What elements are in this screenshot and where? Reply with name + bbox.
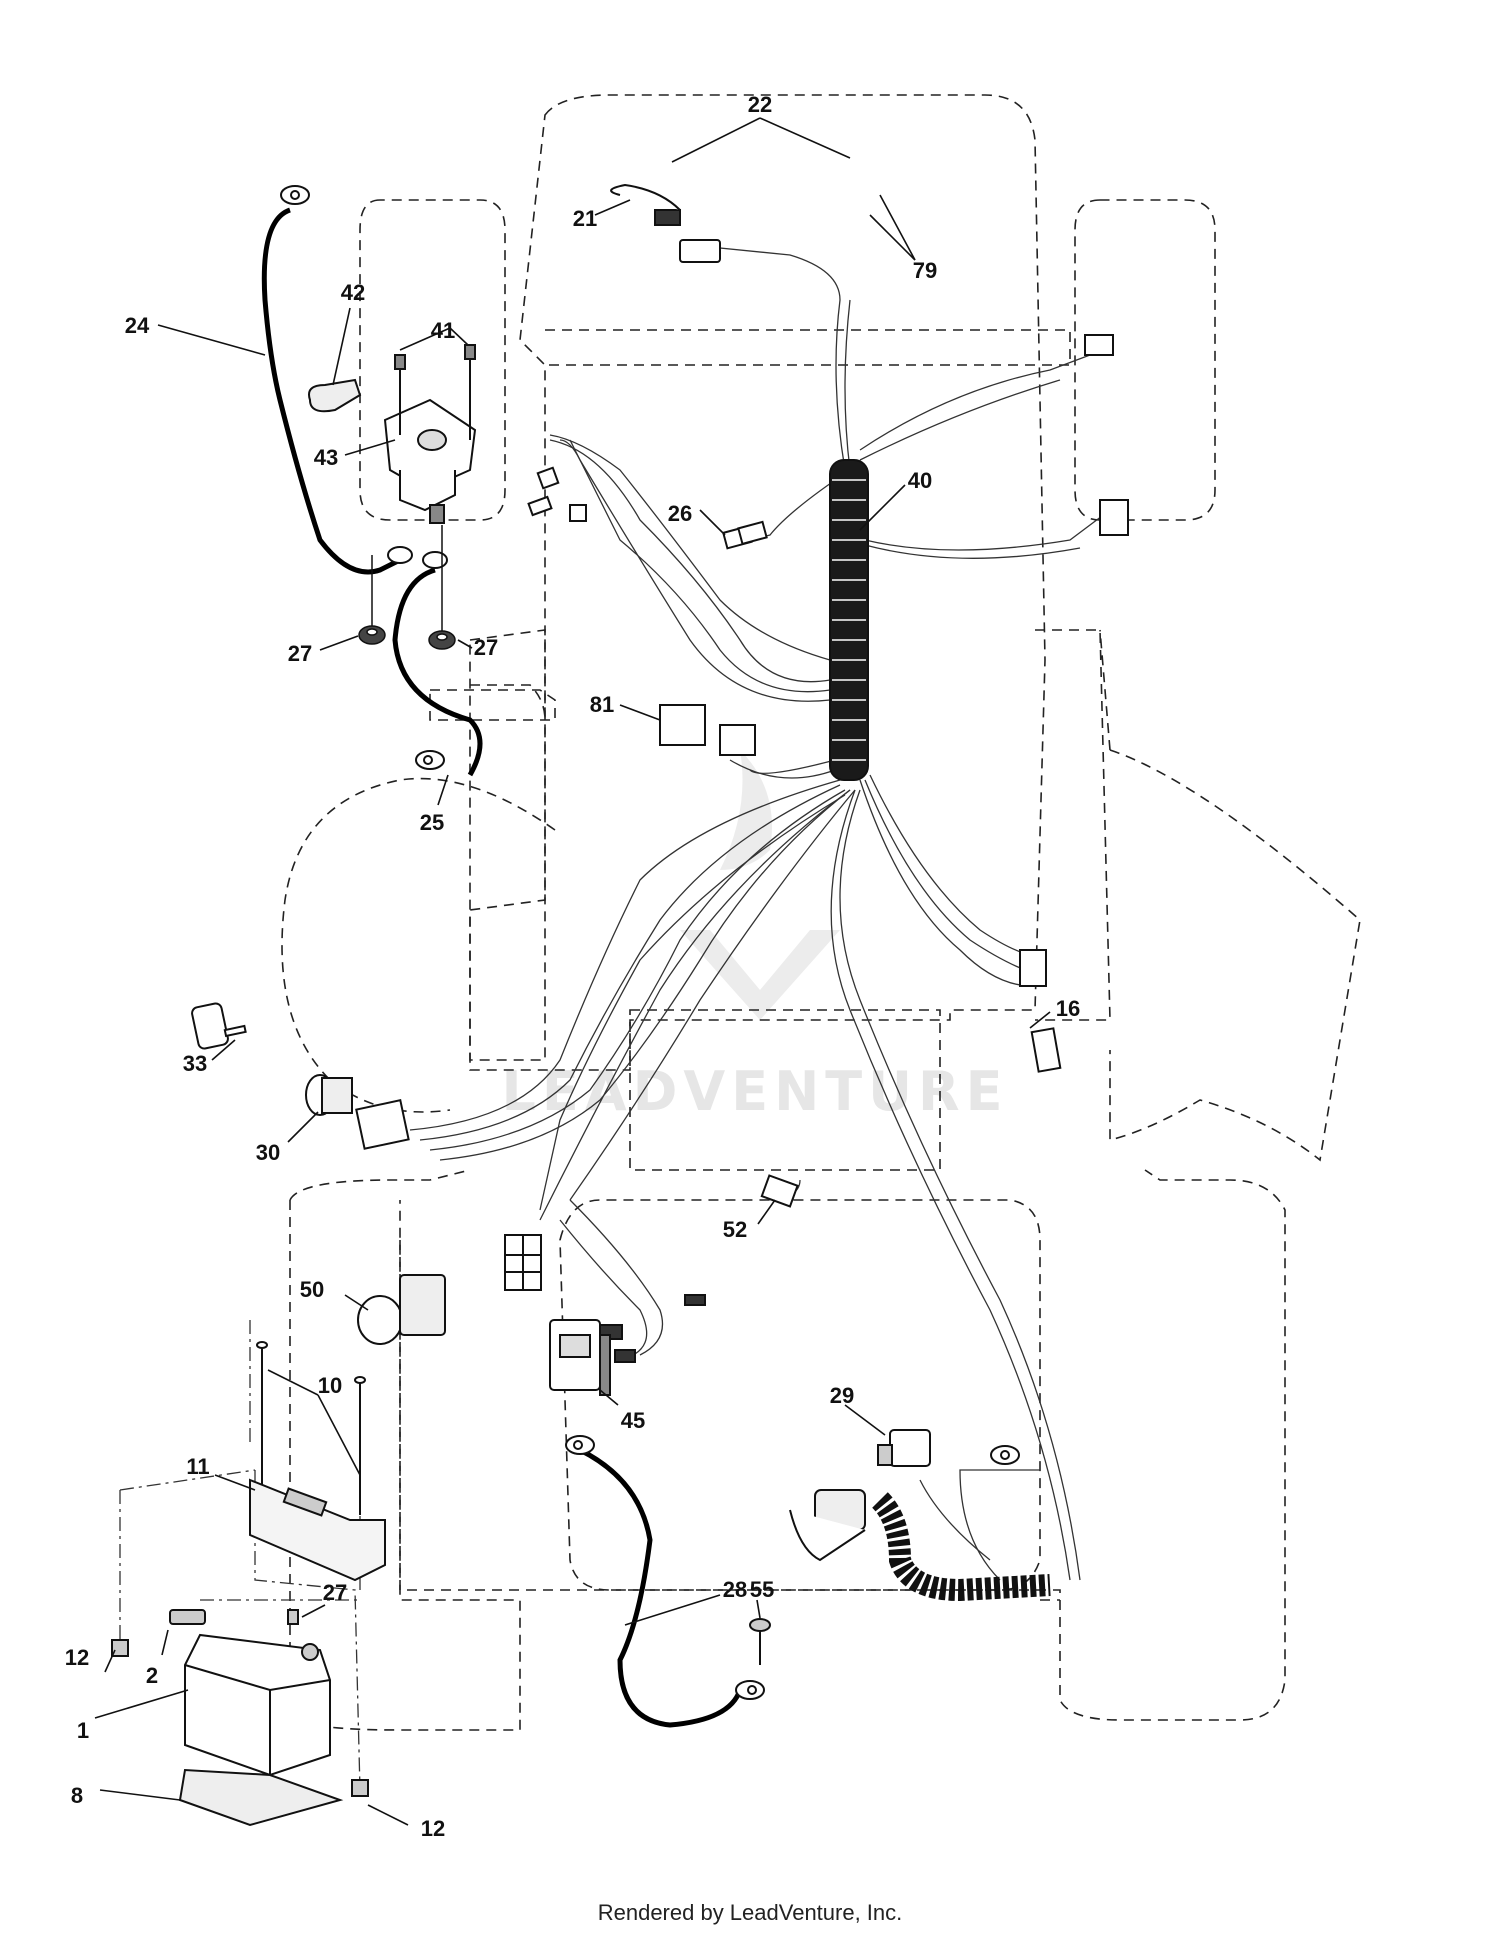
part-callouts: 22 21 79 24 42 41 43 40 26 27 27 81 25 3… <box>65 92 1080 1841</box>
callout-1: 1 <box>77 1718 89 1743</box>
cable-24 <box>261 207 402 575</box>
battery-icon <box>111 1609 369 1827</box>
callout-21: 21 <box>573 206 597 231</box>
callout-40: 40 <box>908 468 932 493</box>
watermark-text: LEADVENTURE <box>502 1060 1009 1123</box>
light-switch-icon <box>357 1274 446 1345</box>
hour-meter-icon <box>549 1319 611 1396</box>
callout-30: 30 <box>256 1140 280 1165</box>
callout-41: 41 <box>431 318 455 343</box>
watermark: LEADVENTURE <box>502 750 1009 1123</box>
callout-45: 45 <box>621 1408 645 1433</box>
seat-switch-icon <box>789 1429 931 1562</box>
hold-down-icon <box>249 1341 386 1582</box>
solenoid-icon <box>308 344 477 524</box>
wire-harness <box>409 244 1111 1581</box>
battery-cables <box>261 207 743 1728</box>
callout-81: 81 <box>590 692 614 717</box>
callout-16: 16 <box>1056 996 1080 1021</box>
callout-52: 52 <box>723 1217 747 1242</box>
callout-2: 2 <box>146 1663 158 1688</box>
screw-icon <box>749 1618 771 1665</box>
callout-55: 55 <box>750 1577 774 1602</box>
callout-10: 10 <box>318 1373 342 1398</box>
callout-11: 11 <box>186 1454 209 1479</box>
callout-8: 8 <box>71 1783 83 1808</box>
leader-lines <box>94 117 1051 1826</box>
connector-icons <box>504 183 1129 1363</box>
nut-icon <box>358 525 456 650</box>
callout-26: 26 <box>668 501 692 526</box>
footer-credit: Rendered by LeadVenture, Inc. <box>597 1900 903 1925</box>
callout-79: 79 <box>913 258 937 283</box>
callout-43: 43 <box>314 445 338 470</box>
callout-29: 29 <box>830 1383 854 1408</box>
callout-27c: 27 <box>323 1580 347 1605</box>
callout-12a: 12 <box>65 1645 89 1670</box>
callout-27a: 27 <box>288 641 312 666</box>
callout-50: 50 <box>300 1277 324 1302</box>
small-loom <box>871 1492 1051 1602</box>
callout-22: 22 <box>748 92 772 117</box>
ring-terminals <box>280 185 1020 1700</box>
callout-25: 25 <box>420 810 444 835</box>
callout-42: 42 <box>341 280 365 305</box>
callout-33: 33 <box>183 1051 207 1076</box>
callout-24: 24 <box>125 313 150 338</box>
callout-27b: 27 <box>474 635 498 660</box>
ignition-switch-icon <box>191 1002 410 1150</box>
cable-25 <box>392 567 483 777</box>
cable-28 <box>578 1447 743 1728</box>
corrugated-loom <box>829 459 869 781</box>
callout-12b: 12 <box>421 1816 445 1841</box>
callout-28: 28 <box>723 1577 747 1602</box>
